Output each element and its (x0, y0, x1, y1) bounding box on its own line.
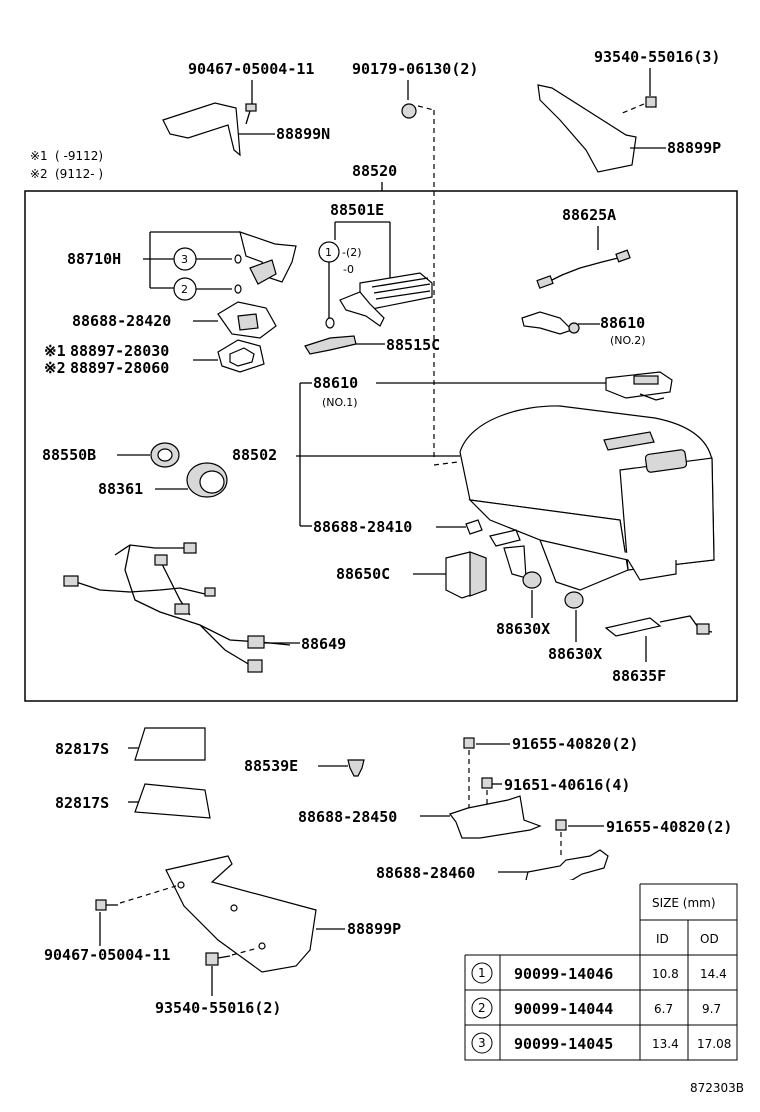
label-88650C: 88650C (336, 565, 390, 583)
pad-82817S-b (134, 783, 211, 819)
label-mark2: ※2 (44, 359, 66, 377)
wire-88625A (547, 257, 619, 283)
callout-2-text: 2 (181, 283, 188, 296)
label-no1: (NO.1) (322, 396, 358, 409)
label-88649: 88649 (301, 635, 346, 653)
label-88635F: 88635F (612, 667, 666, 685)
label-88710H: 88710H (67, 250, 121, 268)
bolt-icon (245, 103, 257, 125)
label-88899P-top: 88899P (667, 139, 721, 157)
assembly-frame (24, 190, 738, 702)
table-row-1-id: 10.8 (652, 967, 679, 981)
table-col-id: ID (656, 932, 669, 946)
bracket-88688-28450 (449, 795, 542, 839)
callout-1-text: 1 (325, 246, 332, 259)
label-88515C: 88515C (386, 336, 440, 354)
ring-marker: -0 (343, 263, 354, 276)
pad-82817S-a (134, 727, 206, 761)
table-row-1-part: 90099-14046 (514, 965, 613, 983)
label-88361: 88361 (98, 480, 143, 498)
table-row-2-od: 9.7 (702, 1002, 721, 1016)
switch-88610-no1 (605, 371, 673, 401)
label-88501E: 88501E (330, 201, 384, 219)
label-91651: 91651-40616(4) (504, 776, 630, 794)
note-1-mark: ※1 (30, 149, 48, 163)
label-93540-top: 93540-55016(3) (594, 48, 720, 66)
table-row-2-part: 90099-14044 (514, 1000, 613, 1018)
screw-91655-a (463, 737, 475, 749)
table-col-od: OD (700, 932, 719, 946)
label-88688-28410: 88688-28410 (313, 518, 412, 536)
clock-88361 (186, 462, 228, 498)
cover-88899P-bottom (165, 855, 317, 973)
bracket-88688-28410 (465, 519, 483, 535)
note-1-range: ( -9112) (55, 149, 103, 163)
table-row-2-key: 2 (478, 1001, 486, 1015)
bolt-bottom-icon (95, 899, 118, 911)
label-90467-bottom: 90467-05004-11 (44, 946, 170, 964)
label-88610-no1: 88610 (313, 374, 358, 392)
label-88630X-b: 88630X (548, 645, 602, 663)
screw-bottom-icon (205, 952, 231, 966)
bulb-88630X-b (564, 591, 584, 609)
table-row-1-key: 1 (478, 966, 486, 980)
table-row-3-id: 13.4 (652, 1037, 679, 1051)
label-90179: 90179-06130(2) (352, 60, 478, 78)
label-82817S-a: 82817S (55, 740, 109, 758)
label-no2: (NO.2) (610, 334, 646, 347)
label-91655-b: 91655-40820(2) (606, 818, 732, 836)
clip-88539E (347, 759, 365, 777)
label-88610-no2: 88610 (600, 314, 645, 332)
label-88625A: 88625A (562, 206, 616, 224)
socket-88550B (150, 442, 180, 468)
label-mark1: ※1 (44, 342, 66, 360)
module-88650C (445, 551, 487, 599)
cover-88899P-top (537, 84, 637, 173)
console-88502 (459, 405, 715, 591)
label-93540-bottom: 93540-55016(2) (155, 999, 281, 1017)
bracket-88899N (162, 102, 241, 157)
note-2-mark: ※2 (30, 167, 48, 181)
table-row-3-part: 90099-14045 (514, 1035, 613, 1053)
table-row-1-od: 14.4 (700, 967, 727, 981)
table-title: SIZE (mm) (652, 896, 716, 910)
table-row-3-key: 3 (478, 1036, 486, 1050)
note-2-range: (9112- ) (55, 167, 103, 181)
label-88630X-a: 88630X (496, 620, 550, 638)
label-90467-top: 90467-05004-11 (188, 60, 314, 78)
label-88897-28060: 88897-28060 (70, 359, 169, 377)
label-88520: 88520 (352, 162, 397, 180)
label-91655-a: 91655-40820(2) (512, 735, 638, 753)
figure-id: 872303B (690, 1081, 744, 1095)
label-88550B: 88550B (42, 446, 96, 464)
lamp-housing-88501E (339, 272, 433, 327)
screw-91655-b (555, 819, 567, 831)
label-88502: 88502 (232, 446, 277, 464)
screw-icon (645, 96, 657, 108)
label-88688-28460: 88688-28460 (376, 864, 475, 882)
table-row-3-od: 17.08 (697, 1037, 731, 1051)
lamp-88635F (604, 615, 713, 637)
lamp-unit-88710H (239, 231, 297, 285)
bulb-88630X-a (522, 571, 542, 589)
callout-3-text: 3 (181, 253, 188, 266)
label-82817S-b: 82817S (55, 794, 109, 812)
label-88539E: 88539E (244, 757, 298, 775)
label-88688-28420: 88688-28420 (72, 312, 171, 330)
size-table: SIZE (mm) ID OD 1 90099-14046 10.8 14.4 … (462, 880, 738, 1061)
screw-91651 (481, 777, 493, 789)
clip-icon (401, 103, 417, 119)
switch-88610-no2 (521, 311, 580, 335)
wire-harness-88649 (63, 542, 291, 673)
label-88899P-bottom: 88899P (347, 920, 401, 938)
socket-88515C (304, 335, 357, 355)
label-88899N: 88899N (276, 125, 330, 143)
label-88688-28450: 88688-28450 (298, 808, 397, 826)
callout-1-suffix: -(2) (342, 246, 362, 259)
label-88897-28030: 88897-28030 (70, 342, 169, 360)
table-row-2-id: 6.7 (654, 1002, 673, 1016)
